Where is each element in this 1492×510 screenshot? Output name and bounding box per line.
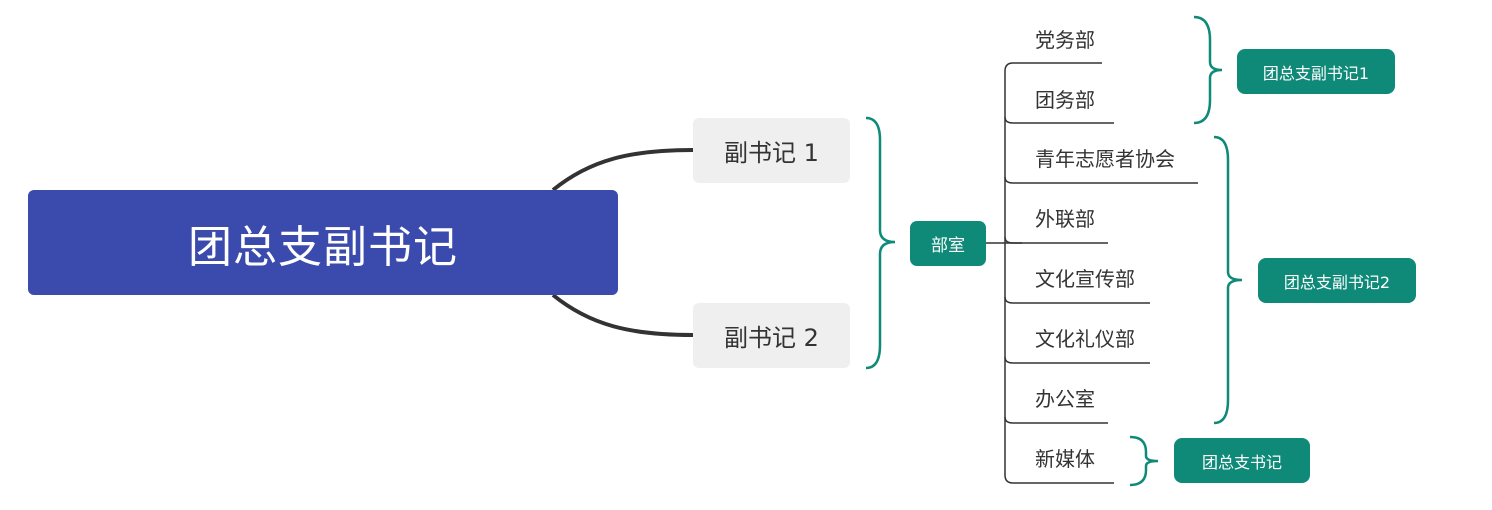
department-branch-line <box>1004 62 1102 72</box>
connector-root-to-sub1 <box>551 148 694 192</box>
department-item[interactable]: 外联部 <box>1035 207 1095 231</box>
vice-secretary-node-2[interactable]: 副书记 2 <box>693 303 850 368</box>
brace-summary-2 <box>1213 135 1243 425</box>
department-branch-line <box>1004 176 1198 184</box>
department-branch-line <box>1004 474 1114 484</box>
department-branch-line <box>1004 416 1108 424</box>
vice-secretary-node-1[interactable]: 副书记 1 <box>693 118 850 183</box>
summary-node-3[interactable]: 团总支书记 <box>1174 438 1310 483</box>
hub-node-departments[interactable]: 部室 <box>910 221 986 266</box>
department-item[interactable]: 青年志愿者协会 <box>1035 147 1175 171</box>
brace-summary-1 <box>1193 15 1223 125</box>
department-branch-line <box>1004 356 1150 364</box>
connector-root-to-sub2 <box>551 293 694 337</box>
department-branch-line <box>1004 296 1150 304</box>
department-item[interactable]: 文化宣传部 <box>1035 267 1135 291</box>
department-branch-line <box>1004 236 1108 244</box>
summary-node-1[interactable]: 团总支副书记1 <box>1237 49 1395 94</box>
department-item[interactable]: 新媒体 <box>1035 447 1095 471</box>
department-item[interactable]: 办公室 <box>1035 387 1095 411</box>
brace-vice-secretaries <box>865 116 896 370</box>
department-item[interactable]: 文化礼仪部 <box>1035 327 1135 351</box>
department-tree <box>1004 62 1198 484</box>
root-node[interactable]: 团总支副书记 <box>28 190 618 295</box>
summary-node-2[interactable]: 团总支副书记2 <box>1258 258 1416 303</box>
department-item[interactable]: 团务部 <box>1035 88 1095 112</box>
brace-summary-3 <box>1129 435 1159 487</box>
department-branch-line <box>1004 116 1114 124</box>
department-item[interactable]: 党务部 <box>1035 28 1095 52</box>
